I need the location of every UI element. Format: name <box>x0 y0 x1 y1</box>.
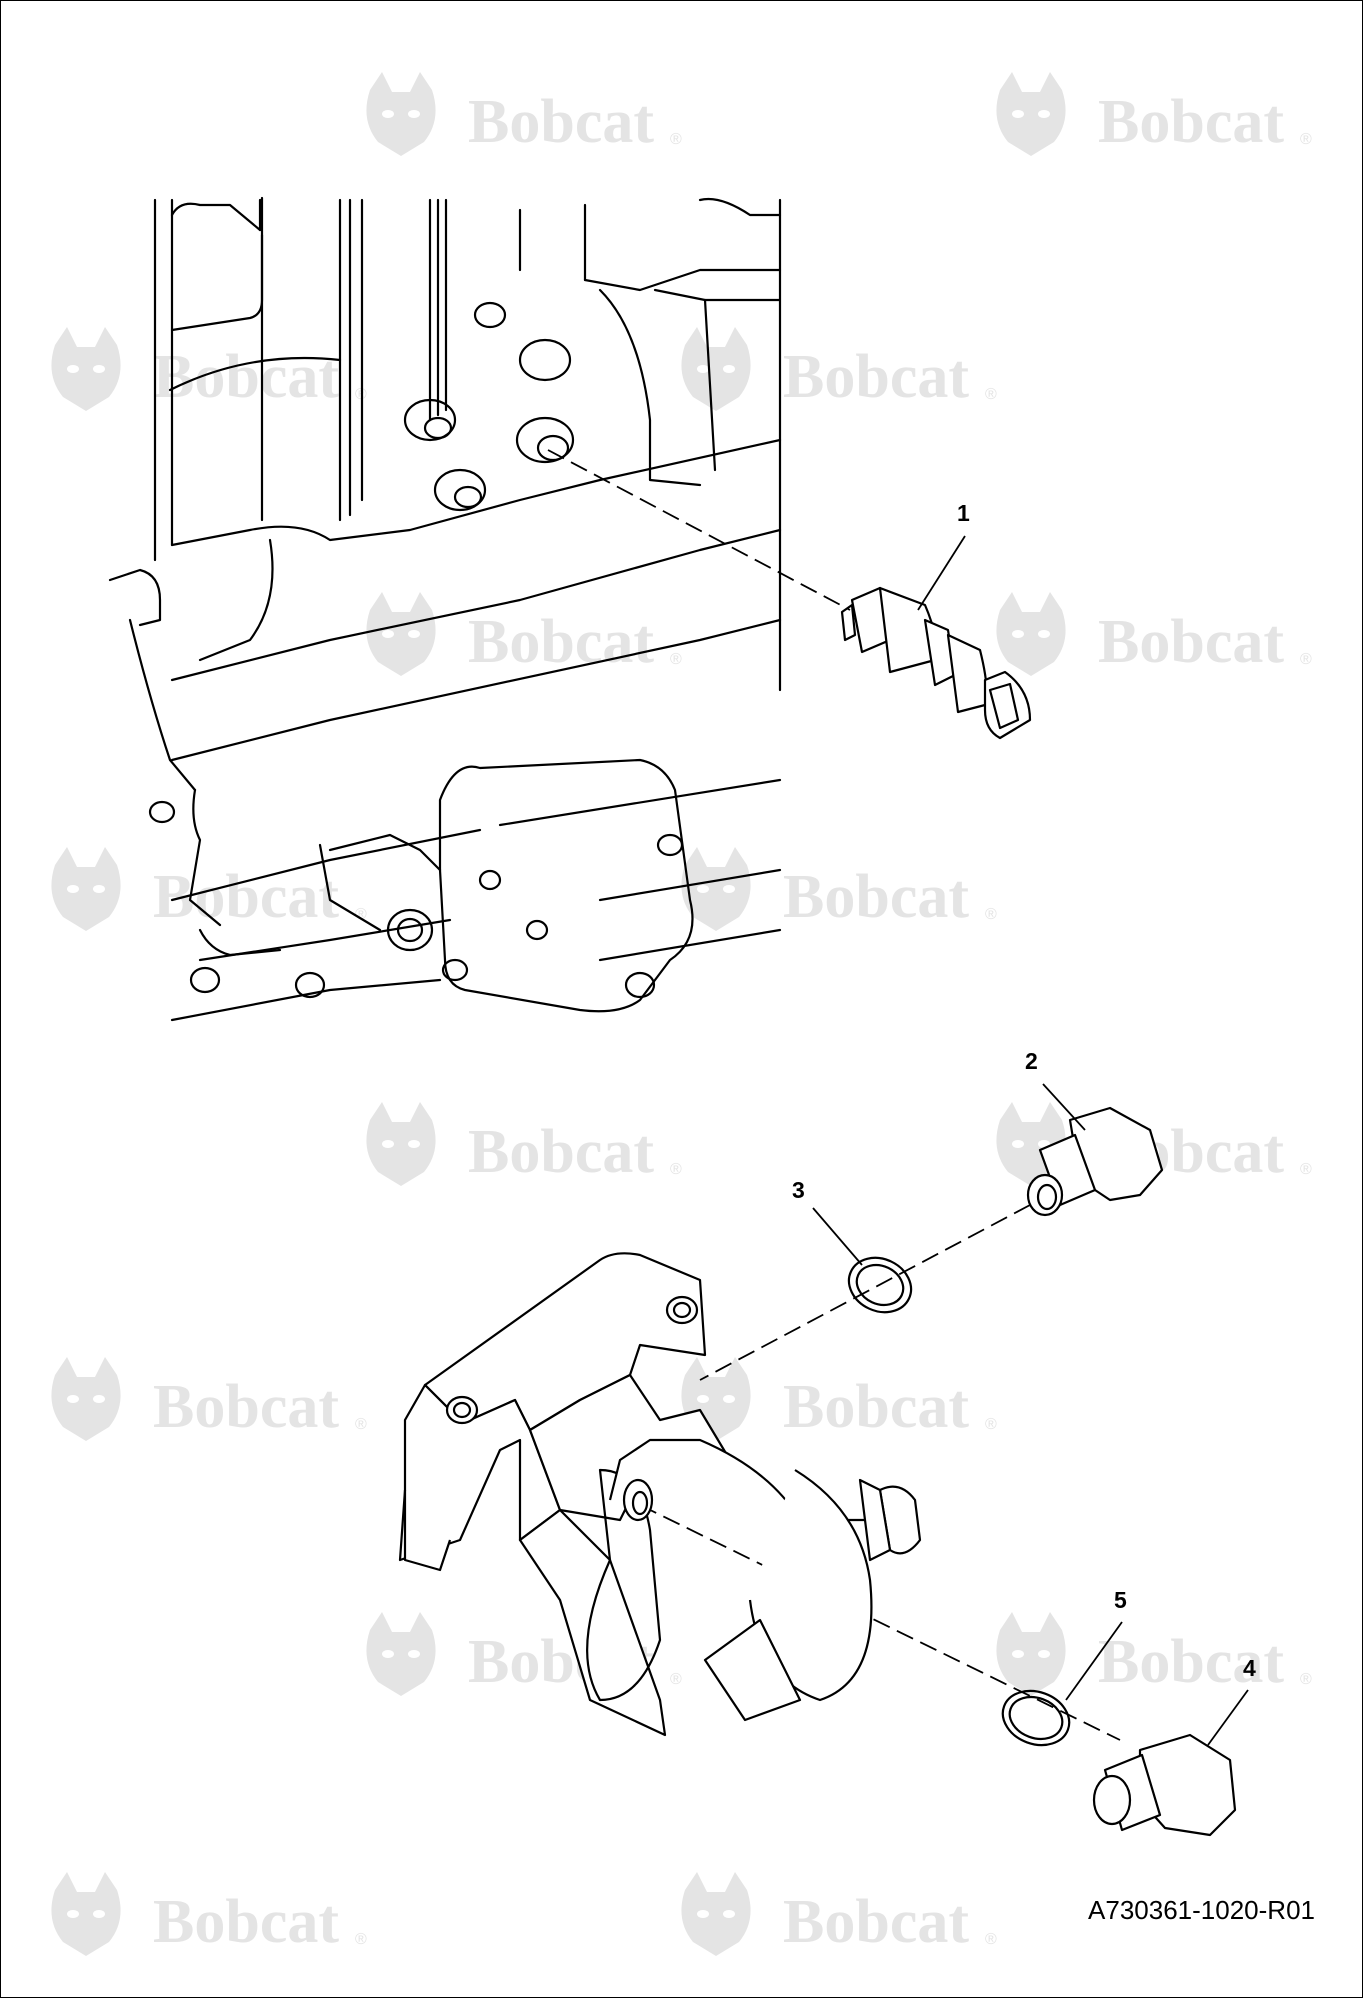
svg-text:Bobcat: Bobcat <box>153 1888 339 1956</box>
engine-boss-group <box>403 301 575 512</box>
svg-text:Bobcat: Bobcat <box>783 1373 969 1441</box>
svg-text:®: ® <box>1300 131 1312 148</box>
callout-leaders <box>812 535 1249 1746</box>
pump-housing-drawing <box>398 1252 922 1737</box>
svg-text:Bobcat: Bobcat <box>783 343 969 411</box>
svg-text:Bobcat: Bobcat <box>1098 608 1284 676</box>
bobcat-watermark: Bobcat ® <box>51 1357 367 1441</box>
bobcat-watermark: Bobcat ® <box>996 592 1312 676</box>
bobcat-watermark: Bobcat ® <box>681 327 997 411</box>
part-1-pressure-sender <box>840 586 1032 740</box>
svg-text:®: ® <box>985 906 997 923</box>
bobcat-watermark: Bobcat ® <box>366 72 682 156</box>
svg-text:Bobcat: Bobcat <box>468 88 654 156</box>
svg-text:®: ® <box>670 1161 682 1178</box>
svg-text:®: ® <box>355 1416 367 1433</box>
svg-text:®: ® <box>1300 1671 1312 1688</box>
svg-text:Bobcat: Bobcat <box>783 1888 969 1956</box>
callout-3: 3 <box>792 1177 805 1203</box>
bobcat-watermark: Bobcat® <box>51 847 367 931</box>
svg-text:®: ® <box>355 1931 367 1948</box>
figure-reference-id: A730361-1020-R01 <box>1088 1895 1315 1925</box>
svg-text:Bobcat: Bobcat <box>468 1118 654 1186</box>
part-3-o-ring <box>847 1256 913 1314</box>
svg-text:®: ® <box>1300 651 1312 668</box>
bobcat-watermark: Bobcat ® <box>996 72 1312 156</box>
svg-text:Bobcat: Bobcat <box>1098 1628 1284 1696</box>
bobcat-watermark: Bobcat ® <box>51 1872 367 1956</box>
svg-text:®: ® <box>1300 1161 1312 1178</box>
callout-2: 2 <box>1025 1048 1038 1074</box>
alignment-leaders <box>547 449 1121 1741</box>
bobcat-watermark: Bobcat ® <box>681 1357 997 1441</box>
svg-text:®: ® <box>670 1671 682 1688</box>
svg-text:®: ® <box>670 651 682 668</box>
svg-text:®: ® <box>985 1416 997 1433</box>
svg-text:®: ® <box>670 131 682 148</box>
part-2-plug <box>1026 1106 1164 1217</box>
svg-text:Bobcat: Bobcat <box>783 863 969 931</box>
svg-text:®: ® <box>985 1931 997 1948</box>
front-cover-plate <box>318 758 694 1013</box>
engine-block-drawing <box>108 196 782 1022</box>
svg-text:Bobcat: Bobcat <box>1098 88 1284 156</box>
svg-text:Bobcat: Bobcat <box>153 343 339 411</box>
bobcat-watermark: Bobcat ® <box>681 1872 997 1956</box>
bobcat-watermark: Bobcat ® <box>366 592 682 676</box>
callout-1: 1 <box>957 500 970 526</box>
part-4-drain-plug <box>1092 1733 1237 1837</box>
svg-text:®: ® <box>985 386 997 403</box>
svg-text:Bobcat: Bobcat <box>153 1373 339 1441</box>
bobcat-watermark-layer: Bobcat ® Bobcat ® Bobcat ® Bobcat ® Bobcat ® Bobca… <box>51 72 1312 1956</box>
callout-5: 5 <box>1114 1587 1127 1613</box>
bobcat-watermark: Bobcat ® <box>366 1102 682 1186</box>
bobcat-watermark: Bobcat ® <box>681 847 997 931</box>
svg-text:Bobcat: Bobcat <box>468 608 654 676</box>
part-5-seal-ring <box>1001 1689 1071 1747</box>
bobcat-watermark: Bobcat® <box>51 327 367 411</box>
svg-text:®: ® <box>355 906 367 923</box>
callout-4: 4 <box>1243 1655 1256 1681</box>
bobcat-watermark: Bobcat ® <box>996 1612 1312 1696</box>
